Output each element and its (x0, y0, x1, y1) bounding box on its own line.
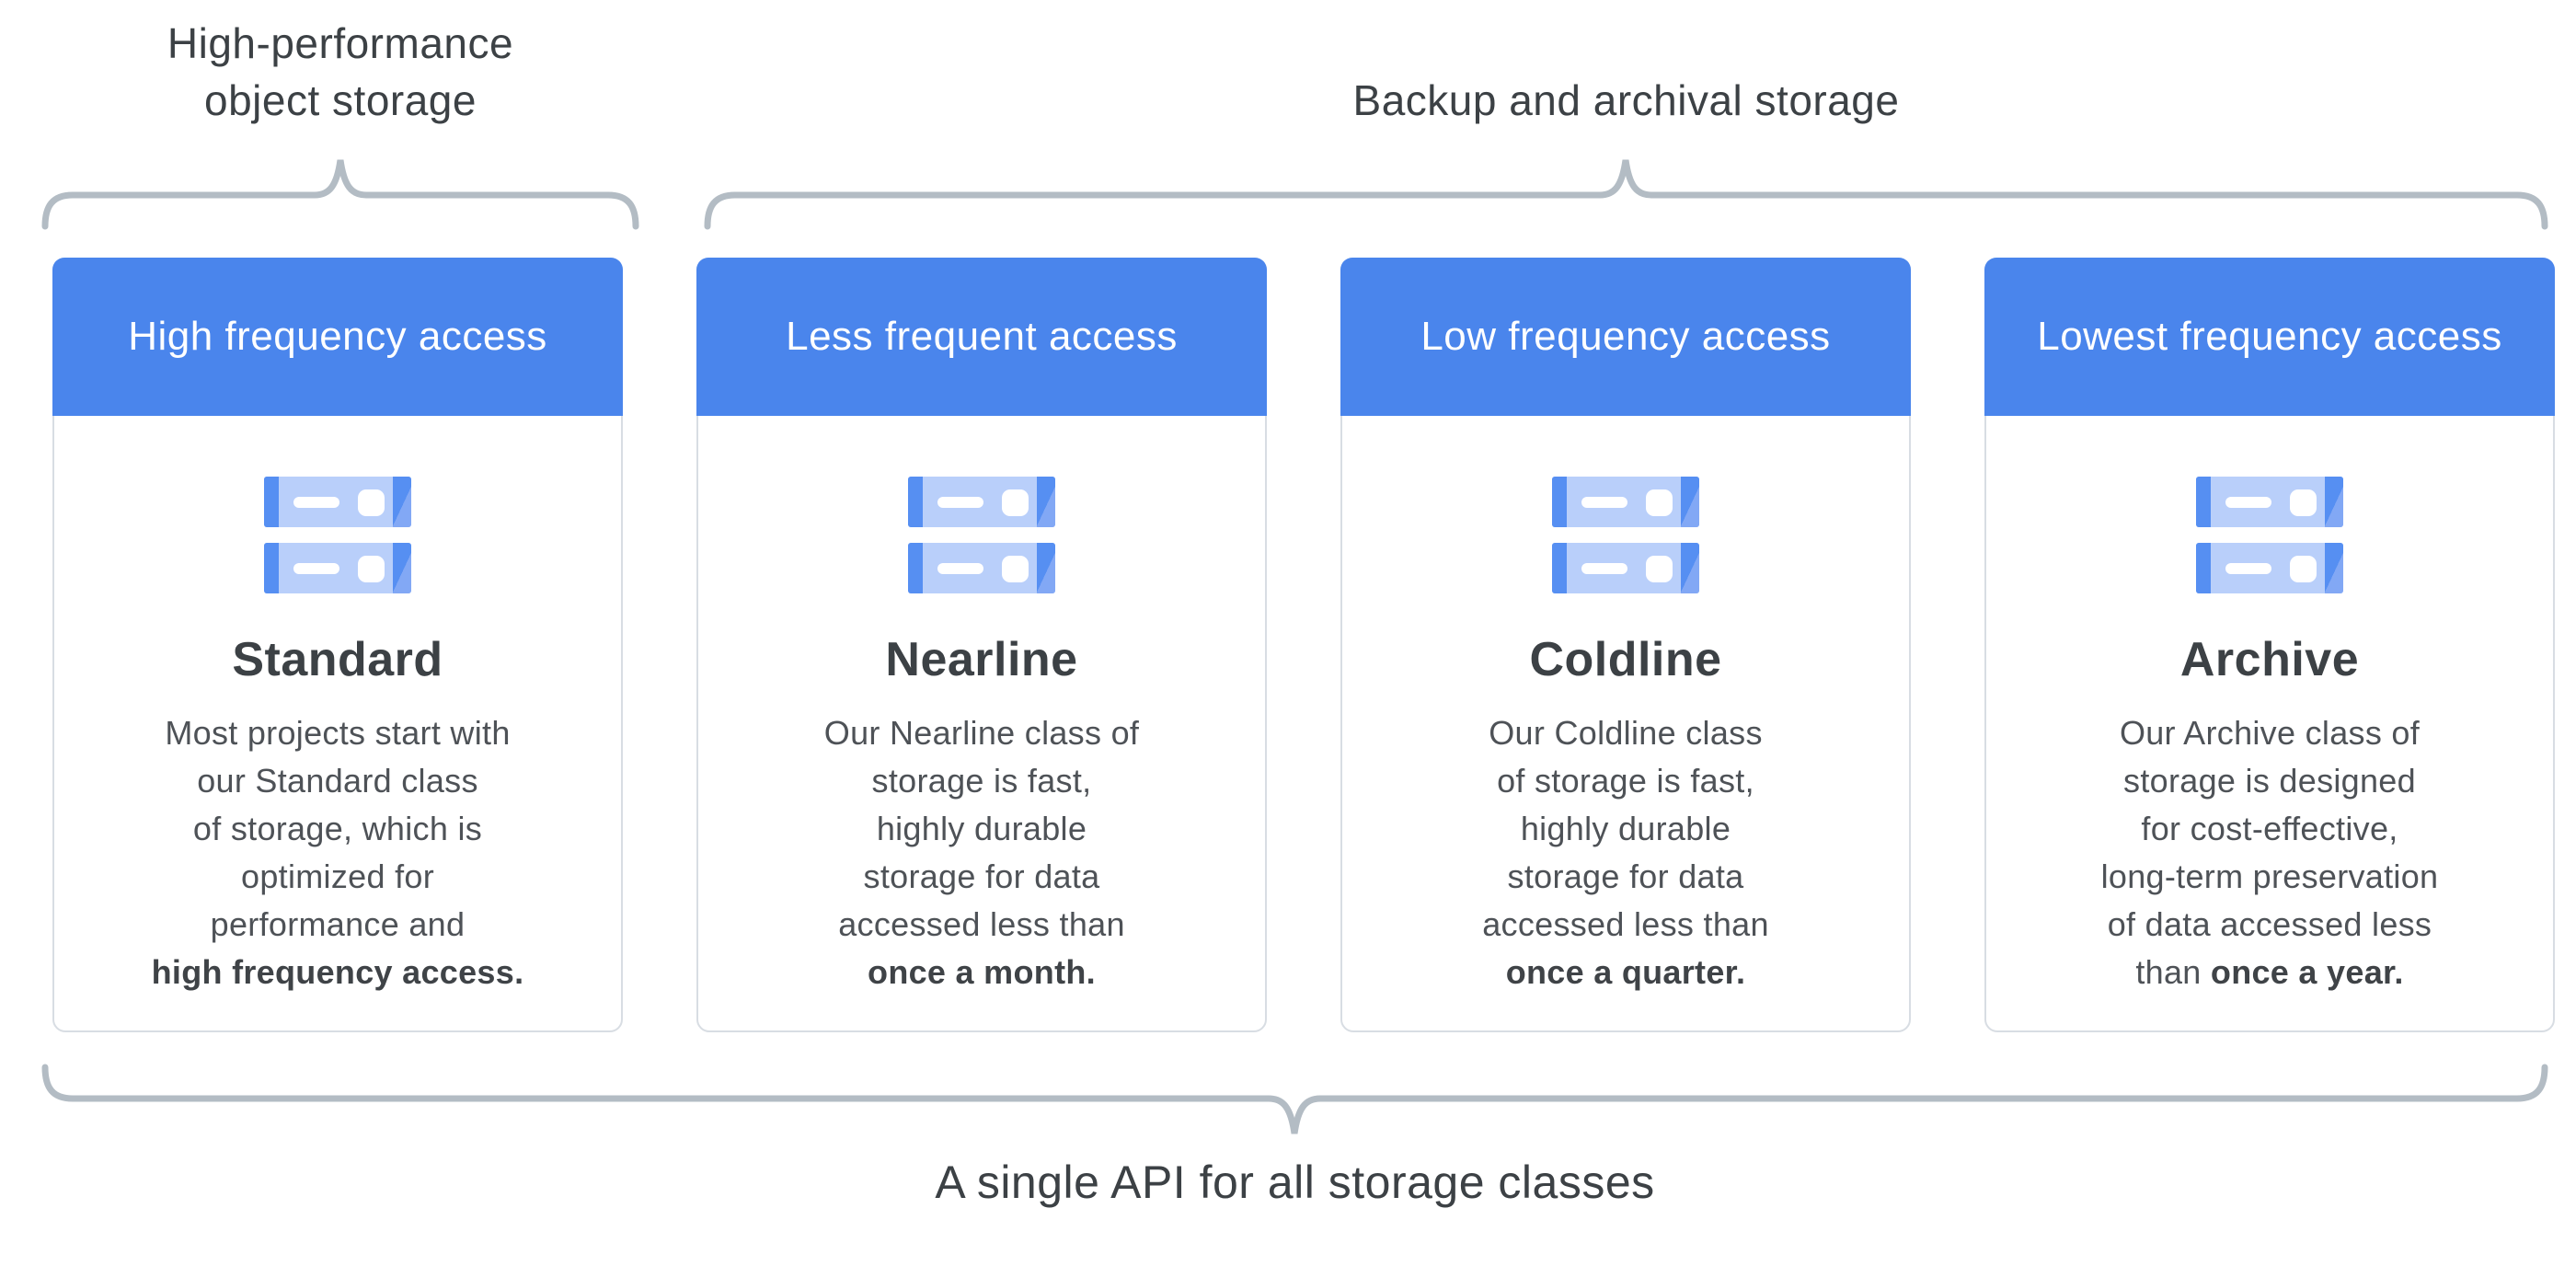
bar-dash (293, 496, 339, 508)
body-line: of storage, which is (192, 810, 483, 847)
bar-dash (937, 496, 983, 508)
bar-led (2290, 489, 2317, 516)
bar-dash (293, 562, 339, 574)
body-line: accessed less than (1482, 905, 1769, 943)
storage-class-card-nearline: Less frequent access Nearline Our Nearli… (696, 258, 1267, 1032)
card-description: Our Nearline class of storage is fast, h… (698, 709, 1265, 996)
body-line-emphasis: than once a year. (2135, 953, 2404, 991)
body-line-emphasis: once a quarter. (1505, 953, 1746, 991)
card-title: Nearline (885, 633, 1078, 686)
card-description: Our Archive class of storage is designed… (1986, 709, 2553, 996)
single-api-label: A single API for all storage classes (935, 1157, 1655, 1208)
storage-bar (1552, 477, 1699, 527)
storage-bar (2196, 477, 2343, 527)
bar-cap (2325, 543, 2343, 593)
bar-cap (1681, 543, 1699, 593)
group-heading-backup-archival: Backup and archival storage (704, 72, 2548, 129)
bar-dash (937, 562, 983, 574)
bar-cap (1552, 543, 1567, 593)
bar-cap (908, 477, 923, 527)
storage-rack-icon (264, 477, 411, 593)
body-line: accessed less than (838, 905, 1125, 943)
storage-class-card-standard: High frequency access Standard Most proj… (52, 258, 623, 1032)
card-title: Standard (232, 633, 443, 686)
overbrace-backup-archival (704, 159, 2548, 230)
bar-cap (1552, 477, 1567, 527)
body-line: of storage is fast, (1497, 762, 1754, 800)
storage-rack-icon (1552, 477, 1699, 593)
card-header-badge: Lowest frequency access (1984, 258, 2555, 416)
storage-class-card-coldline: Low frequency access Coldline Our Coldli… (1340, 258, 1911, 1032)
storage-bar (264, 477, 411, 527)
body-line-emphasis: high frequency access. (151, 953, 524, 991)
bar-cap (393, 543, 411, 593)
bar-cap (2325, 477, 2343, 527)
storage-bar (2196, 543, 2343, 593)
body-line: highly durable (876, 810, 1087, 847)
group-heading-line: object storage (204, 76, 477, 124)
body-line: Our Archive class of (2119, 714, 2421, 752)
card-header-badge: Less frequent access (696, 258, 1267, 416)
body-line: of data accessed less (2107, 905, 2432, 943)
body-line: highly durable (1520, 810, 1731, 847)
body-line: Most projects start with (165, 714, 511, 752)
bar-cap (393, 477, 411, 527)
storage-bar (908, 477, 1055, 527)
bar-dash (2225, 562, 2271, 574)
bar-cap (264, 543, 279, 593)
storage-rack-icon (908, 477, 1055, 593)
bar-dash (1581, 562, 1627, 574)
bar-led (1002, 555, 1029, 582)
card-title: Archive (2179, 633, 2360, 686)
bar-dash (1581, 496, 1627, 508)
bar-led (2290, 555, 2317, 582)
bar-led (358, 555, 385, 582)
card-header-badge: Low frequency access (1340, 258, 1911, 416)
bar-cap (2196, 477, 2211, 527)
body-line: optimized for (241, 857, 434, 895)
storage-bar (264, 543, 411, 593)
bar-cap (2196, 543, 2211, 593)
storage-rack-icon (2196, 477, 2343, 593)
card-description: Our Coldline class of storage is fast, h… (1342, 709, 1909, 996)
body-line: Our Coldline class (1489, 714, 1763, 752)
bar-cap (1681, 477, 1699, 527)
body-line: storage is fast, (871, 762, 1092, 800)
bar-cap (1037, 543, 1055, 593)
body-line: our Standard class (197, 762, 478, 800)
body-line: for cost-effective, (2141, 810, 2398, 847)
body-line: performance and (210, 905, 466, 943)
bar-led (1646, 489, 1673, 516)
bar-led (358, 489, 385, 516)
bar-cap (908, 543, 923, 593)
bar-cap (264, 477, 279, 527)
group-heading-line: Backup and archival storage (1352, 76, 1900, 124)
storage-class-card-archive: Lowest frequency access Archive Our Arch… (1984, 258, 2555, 1032)
card-description: Most projects start with our Standard cl… (54, 709, 621, 996)
group-heading-line: High-performance (167, 19, 514, 67)
group-heading-high-performance: High-performance object storage (0, 15, 681, 129)
bar-led (1002, 489, 1029, 516)
bar-dash (2225, 496, 2271, 508)
card-header-badge: High frequency access (52, 258, 623, 416)
overbrace-high-performance (41, 159, 639, 230)
body-line: Our Nearline class of (823, 714, 1140, 752)
body-line: storage is designed (2123, 762, 2416, 800)
bar-cap (1037, 477, 1055, 527)
body-line: storage for data (1507, 857, 1744, 895)
storage-bar (908, 543, 1055, 593)
underbrace-single-api (41, 1064, 2548, 1134)
body-line: long-term preservation (2100, 857, 2439, 895)
card-title: Coldline (1529, 633, 1722, 686)
storage-bar (1552, 543, 1699, 593)
bar-led (1646, 555, 1673, 582)
body-line-emphasis: once a month. (868, 953, 1096, 991)
body-line: storage for data (863, 857, 1100, 895)
